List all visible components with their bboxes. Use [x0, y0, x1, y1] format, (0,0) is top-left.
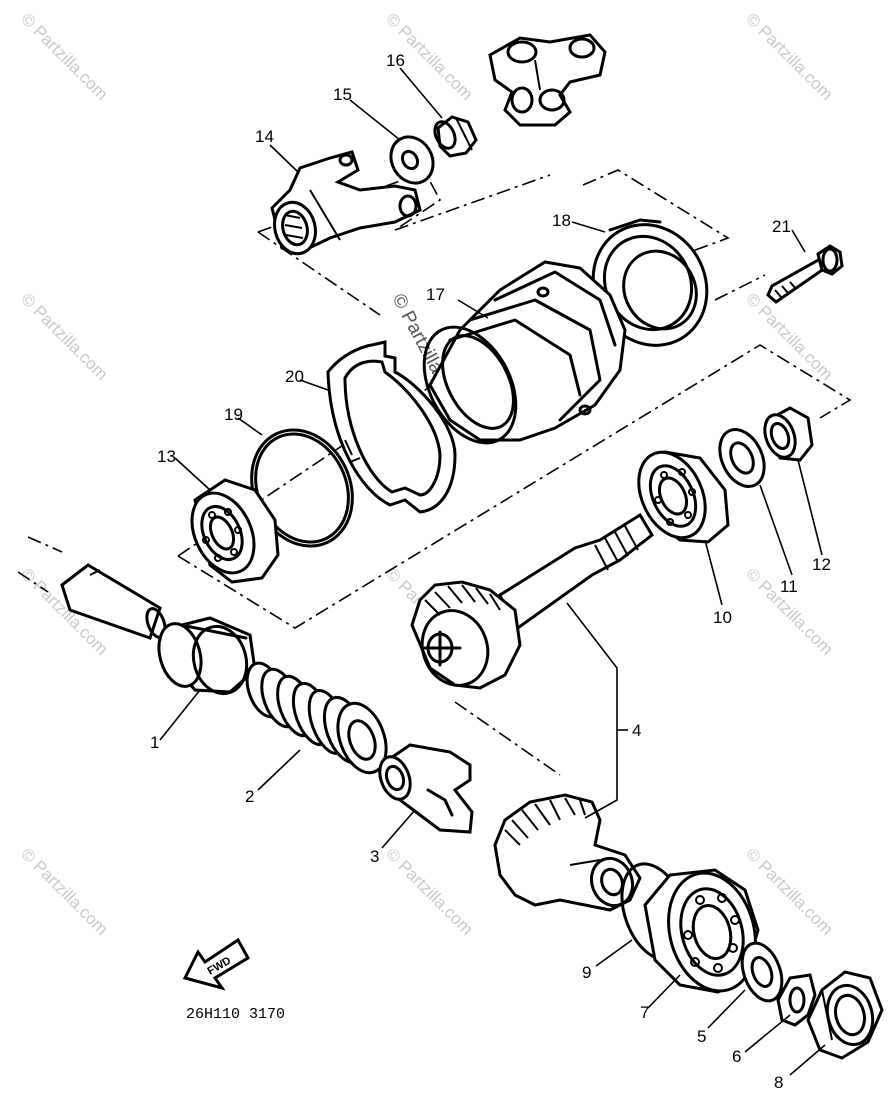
- callout-15: 15: [333, 85, 352, 104]
- part-4-ring-gear[interactable]: [493, 793, 642, 912]
- part-10-bearing[interactable]: [626, 442, 730, 549]
- part-15-washer[interactable]: [383, 129, 442, 191]
- callout-3: 3: [370, 847, 379, 866]
- callouts: 1 2 3 4 5 6 7 8 9 10 11 12 13 14 15 16 1…: [150, 51, 831, 1092]
- callout-5: 5: [697, 1027, 706, 1046]
- watermark: © Partzilla.com: [382, 844, 476, 938]
- part-12-seal[interactable]: [759, 406, 814, 462]
- callout-7: 7: [640, 1003, 649, 1022]
- part-2-spring[interactable]: [240, 658, 395, 779]
- part-8-nut[interactable]: [806, 970, 884, 1060]
- callout-8: 8: [774, 1073, 783, 1092]
- watermark: © Partzilla.com: [742, 289, 836, 383]
- callout-12: 12: [812, 555, 831, 574]
- part-11-washer[interactable]: [711, 422, 773, 493]
- callout-1: 1: [150, 733, 159, 752]
- forward-arrow-icon: FWD: [182, 937, 251, 991]
- part-1-collar[interactable]: [152, 616, 257, 700]
- part-17-housing[interactable]: [406, 260, 627, 459]
- watermark: © Partzilla.com: [17, 289, 111, 383]
- part-21-bolt[interactable]: [766, 244, 844, 304]
- part-18-seal[interactable]: [571, 204, 728, 366]
- callout-18: 18: [552, 211, 571, 230]
- part-14-yoke[interactable]: [269, 150, 422, 258]
- callout-11: 11: [780, 577, 798, 596]
- callout-21: 21: [772, 217, 791, 236]
- callout-6: 6: [732, 1047, 741, 1066]
- callout-20: 20: [285, 367, 304, 386]
- callout-17: 17: [426, 285, 445, 304]
- leader-lines: [159, 67, 826, 1076]
- callout-10: 10: [713, 608, 732, 627]
- callout-16: 16: [386, 51, 405, 70]
- callout-14: 14: [255, 127, 274, 146]
- part-4-pinion-gear[interactable]: [410, 512, 654, 695]
- watermark: © Partzilla.com: [17, 9, 111, 103]
- drawing-code: 26H110 3170: [186, 1006, 285, 1023]
- callout-19: 19: [224, 405, 243, 424]
- part-16-nut[interactable]: [431, 115, 478, 158]
- part-3-cam[interactable]: [374, 743, 474, 834]
- watermark: © Partzilla.com: [17, 844, 111, 938]
- part-5-washer[interactable]: [735, 938, 789, 1007]
- callout-9: 9: [582, 963, 591, 982]
- callout-13: 13: [157, 447, 176, 466]
- part-6-lockwasher[interactable]: [776, 973, 817, 1027]
- part-13-bearing[interactable]: [180, 478, 280, 584]
- callout-4: 4: [632, 721, 641, 740]
- part-20-plate[interactable]: [326, 340, 457, 514]
- watermark: © Partzilla.com: [742, 9, 836, 103]
- universal-joint: [488, 33, 607, 127]
- callout-2: 2: [245, 787, 254, 806]
